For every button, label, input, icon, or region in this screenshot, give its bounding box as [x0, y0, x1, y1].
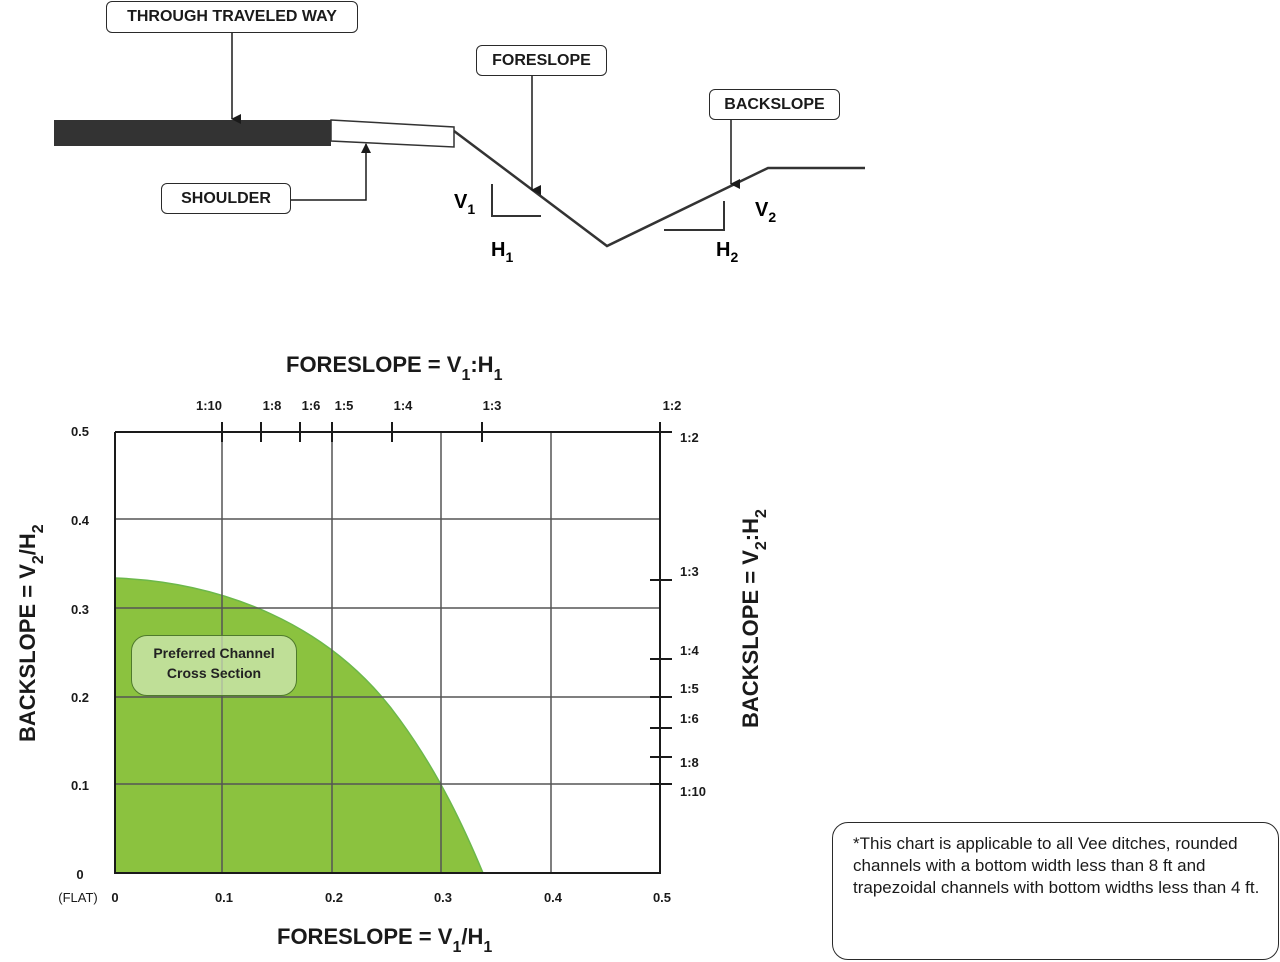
chart-x-axis-title: FORESLOPE = V1/H1	[277, 924, 492, 956]
right-tick-1-4: 1:4	[680, 643, 700, 658]
right-tick-1-10: 1:10	[680, 784, 706, 799]
chart-right-axis-title: BACKSLOPE = V2:H2	[738, 509, 770, 728]
y-tick-0.1: 0.1	[71, 778, 89, 793]
x-tick-0.5: 0.5	[653, 890, 671, 905]
x-tick-0.1: 0.1	[215, 890, 233, 905]
top-tick-1-4: 1:4	[394, 398, 414, 413]
callout-through-traveled-way: THROUGH TRAVELED WAY	[106, 1, 358, 33]
arrow-shoulder-leader	[291, 144, 367, 201]
y-tick-0.2: 0.2	[71, 690, 89, 705]
traveled-way-pavement	[54, 120, 331, 146]
v2-label: V2	[755, 199, 776, 225]
callout-foreslope: FORESLOPE	[476, 45, 607, 76]
applicability-note-text: *This chart is applicable to all Vee dit…	[853, 834, 1260, 897]
applicability-note: *This chart is applicable to all Vee dit…	[832, 822, 1279, 960]
top-tick-1-10: 1:10	[196, 398, 222, 413]
v1-label: V1	[454, 191, 475, 217]
preferred-region-fill	[114, 577, 485, 874]
top-ratio-ticks	[221, 422, 661, 442]
top-tick-1-2: 1:2	[663, 398, 682, 413]
foreslope-ratio-mark	[491, 184, 541, 217]
y-tick-0.5: 0.5	[71, 424, 89, 439]
callout-backslope-label: BACKSLOPE	[724, 95, 825, 113]
callout-shoulder-label: SHOULDER	[181, 189, 271, 207]
y-tick-0.4: 0.4	[71, 513, 90, 528]
callout-backslope: BACKSLOPE	[709, 89, 840, 120]
preferred-region-label: Preferred Channel Cross Section	[131, 635, 297, 696]
right-tick-1-8: 1:8	[680, 755, 699, 770]
backslope-ratio-mark	[664, 201, 725, 231]
chart-y-axis-title: BACKSLOPE = V2/H2	[15, 524, 47, 742]
x-origin-note: (FLAT)	[58, 890, 97, 905]
right-tick-1-5: 1:5	[680, 681, 699, 696]
top-tick-1-5: 1:5	[335, 398, 354, 413]
top-tick-1-6: 1:6	[302, 398, 321, 413]
callout-shoulder: SHOULDER	[161, 183, 291, 214]
top-tick-1-8: 1:8	[263, 398, 282, 413]
right-tick-1-3: 1:3	[680, 564, 699, 579]
callout-foreslope-label: FORESLOPE	[492, 51, 591, 69]
y-tick-0.3: 0.3	[71, 602, 89, 617]
shoulder-shape	[330, 119, 455, 148]
preferred-region-label-line2: Cross Section	[166, 665, 262, 681]
right-tick-1-2: 1:2	[680, 430, 699, 445]
right-tick-1-6: 1:6	[680, 711, 699, 726]
x-tick-0.2: 0.2	[325, 890, 343, 905]
chart-top-title: FORESLOPE = V1:H1	[286, 352, 503, 384]
x-tick-0.3: 0.3	[434, 890, 452, 905]
preferred-region-label-line1: Preferred Channel	[153, 645, 275, 661]
h1-label: H1	[491, 239, 513, 265]
h2-label: H2	[716, 239, 738, 265]
callout-through-traveled-way-label: THROUGH TRAVELED WAY	[127, 8, 337, 25]
ditch-profile-line	[453, 130, 865, 248]
top-tick-1-3: 1:3	[483, 398, 502, 413]
x-tick-0.4: 0.4	[544, 890, 563, 905]
right-ratio-ticks	[650, 431, 672, 785]
cross-section-diagram: V1 H1 V2 H2	[54, 31, 865, 265]
x-tick-0: 0	[111, 890, 118, 905]
arrow-shoulder-head	[361, 143, 371, 153]
y-tick-0: 0	[76, 867, 83, 882]
